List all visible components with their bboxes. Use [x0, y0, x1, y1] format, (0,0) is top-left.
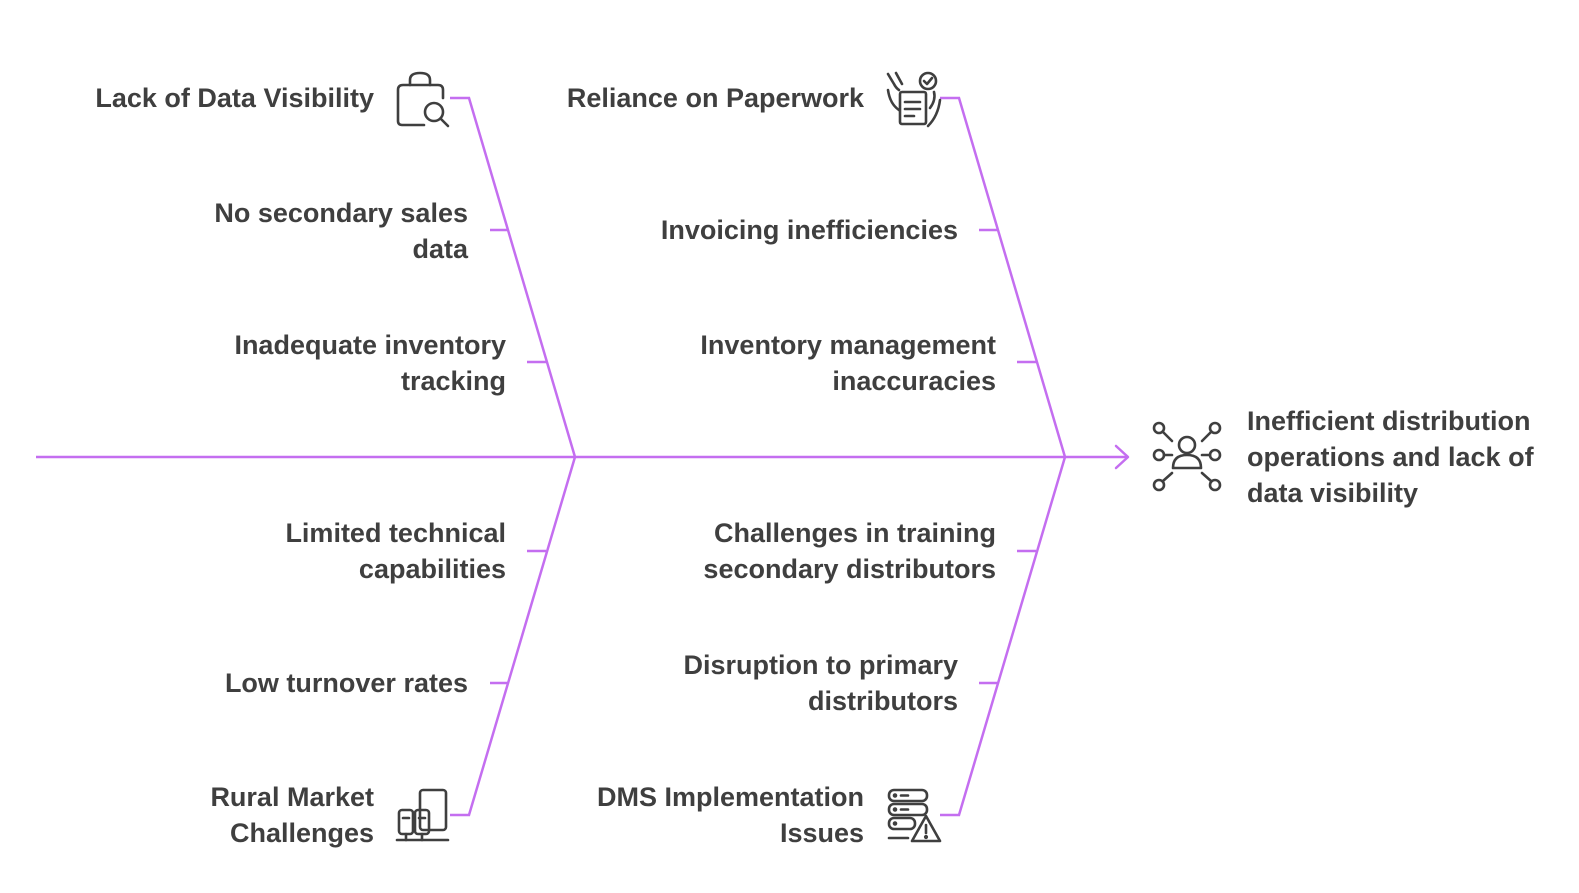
cause-paperwork-1: Invoicing inefficiencies	[660, 215, 958, 245]
bone-paperwork	[940, 96, 1067, 458]
bag-search-icon	[396, 71, 450, 128]
category-title-rural: Rural Market Challenges	[210, 782, 374, 848]
spine-arrowhead	[1114, 444, 1130, 470]
cause-data-visibility-1: No secondary sales data	[214, 198, 468, 264]
cause-paperwork-2: Inventory management inaccuracies	[700, 330, 996, 396]
hand-document-check-icon	[886, 71, 942, 128]
cause-dms-1: Challenges in training secondary distrib…	[703, 518, 996, 584]
cause-dms-2: Disruption to primary distributors	[683, 650, 958, 716]
effect-label: Inefficient distribution operations and …	[1247, 406, 1534, 508]
cause-rural-2: Low turnover rates	[224, 668, 468, 698]
cause-rural-1: Limited technical capabilities	[285, 518, 506, 584]
rural-devices-icon	[395, 788, 450, 842]
bone-dms	[940, 456, 1067, 817]
category-title-dms: DMS Implementation Issues	[596, 782, 864, 848]
network-people-icon	[1152, 421, 1222, 492]
category-title-paperwork: Reliance on Paperwork	[566, 83, 864, 113]
bone-rural	[450, 456, 577, 817]
cause-data-visibility-2: Inadequate inventory tracking	[234, 330, 506, 396]
server-warning-icon	[887, 788, 942, 843]
category-title-data-visibility: Lack of Data Visibility	[95, 83, 374, 113]
bone-data-visibility	[450, 96, 577, 458]
